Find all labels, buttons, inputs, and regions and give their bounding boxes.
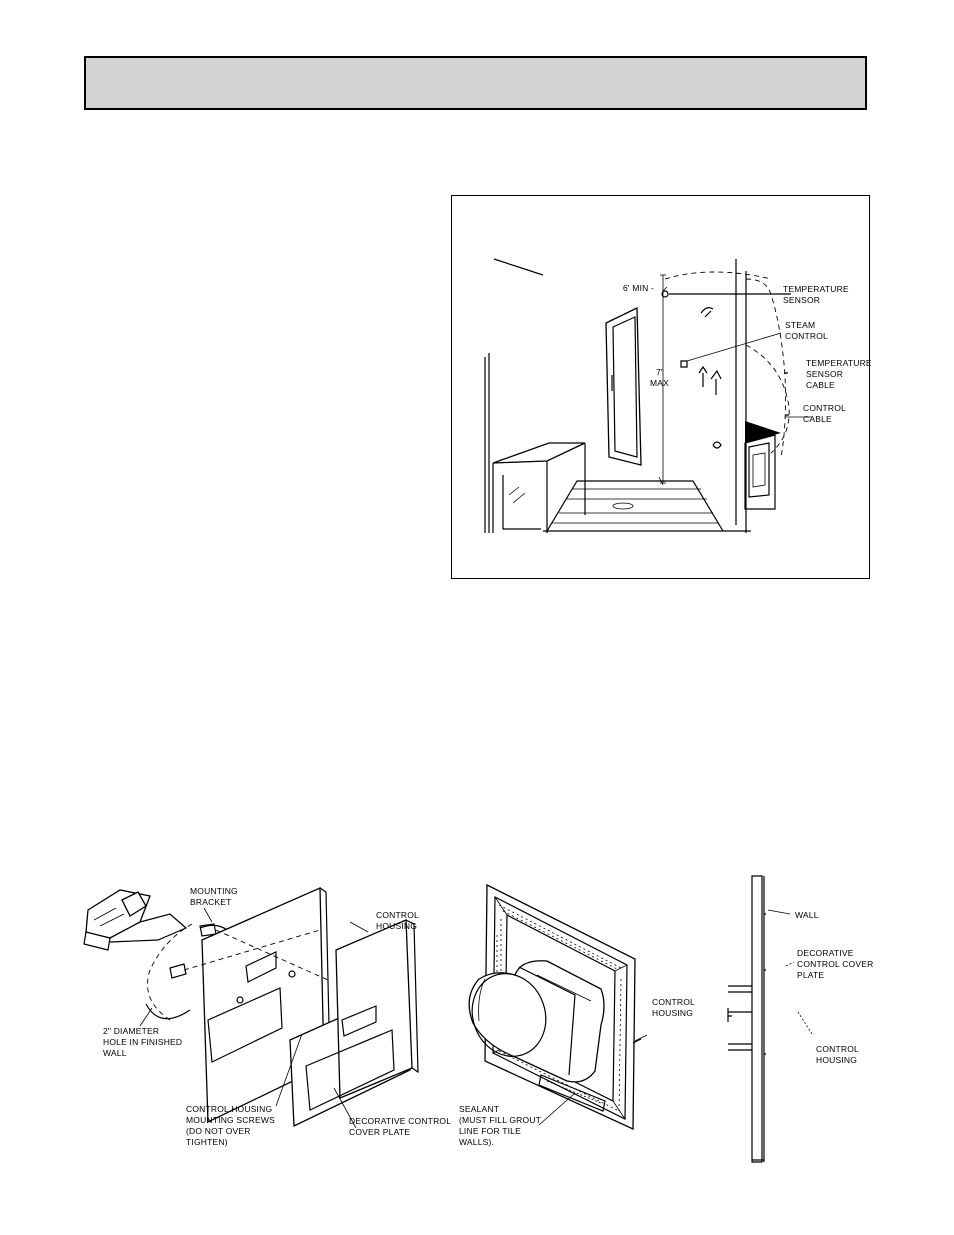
label-sealant: SEALANT (MUST FILL GROUT LINE FOR TILE W… xyxy=(459,1104,542,1147)
label-mounting-bracket: MOUNTING BRACKET xyxy=(190,886,238,907)
label-temperature-sensor-cable: TEMPERATURE SENSOR CABLE xyxy=(806,358,872,390)
rear-view-illustration xyxy=(468,883,648,1131)
label-control-housing-exploded: CONTROL HOUSING xyxy=(376,910,419,931)
label-control-cable: CONTROL CABLE xyxy=(803,403,846,424)
exploded-view-illustration xyxy=(83,887,419,1129)
label-7-max: 7' MAX xyxy=(650,367,670,388)
label-cover-plate-exploded: DECORATIVE CONTROL COVER PLATE xyxy=(349,1116,452,1137)
section-header-bar xyxy=(84,56,867,110)
label-temperature-sensor: TEMPERATURE SENSOR xyxy=(783,284,849,305)
label-wall: WALL xyxy=(795,910,819,920)
label-cover-plate-side: DECORATIVE CONTROL COVER PLATE xyxy=(797,948,874,980)
label-6-min: 6' MIN - xyxy=(623,283,655,293)
shower-installation-figure xyxy=(451,195,870,579)
label-control-housing-side: CONTROL HOUSING xyxy=(816,1044,859,1065)
side-view-illustration xyxy=(727,875,813,1163)
shower-illustration xyxy=(484,258,811,533)
label-control-housing-rear: CONTROL HOUSING xyxy=(652,997,695,1018)
label-steam-control: STEAM CONTROL xyxy=(785,320,828,341)
label-mounting-screws: CONTROL HOUSING MOUNTING SCREWS (DO NOT … xyxy=(186,1104,275,1147)
label-2in-hole: 2" DIAMETER HOLE IN FINISHED WALL xyxy=(103,1026,183,1058)
